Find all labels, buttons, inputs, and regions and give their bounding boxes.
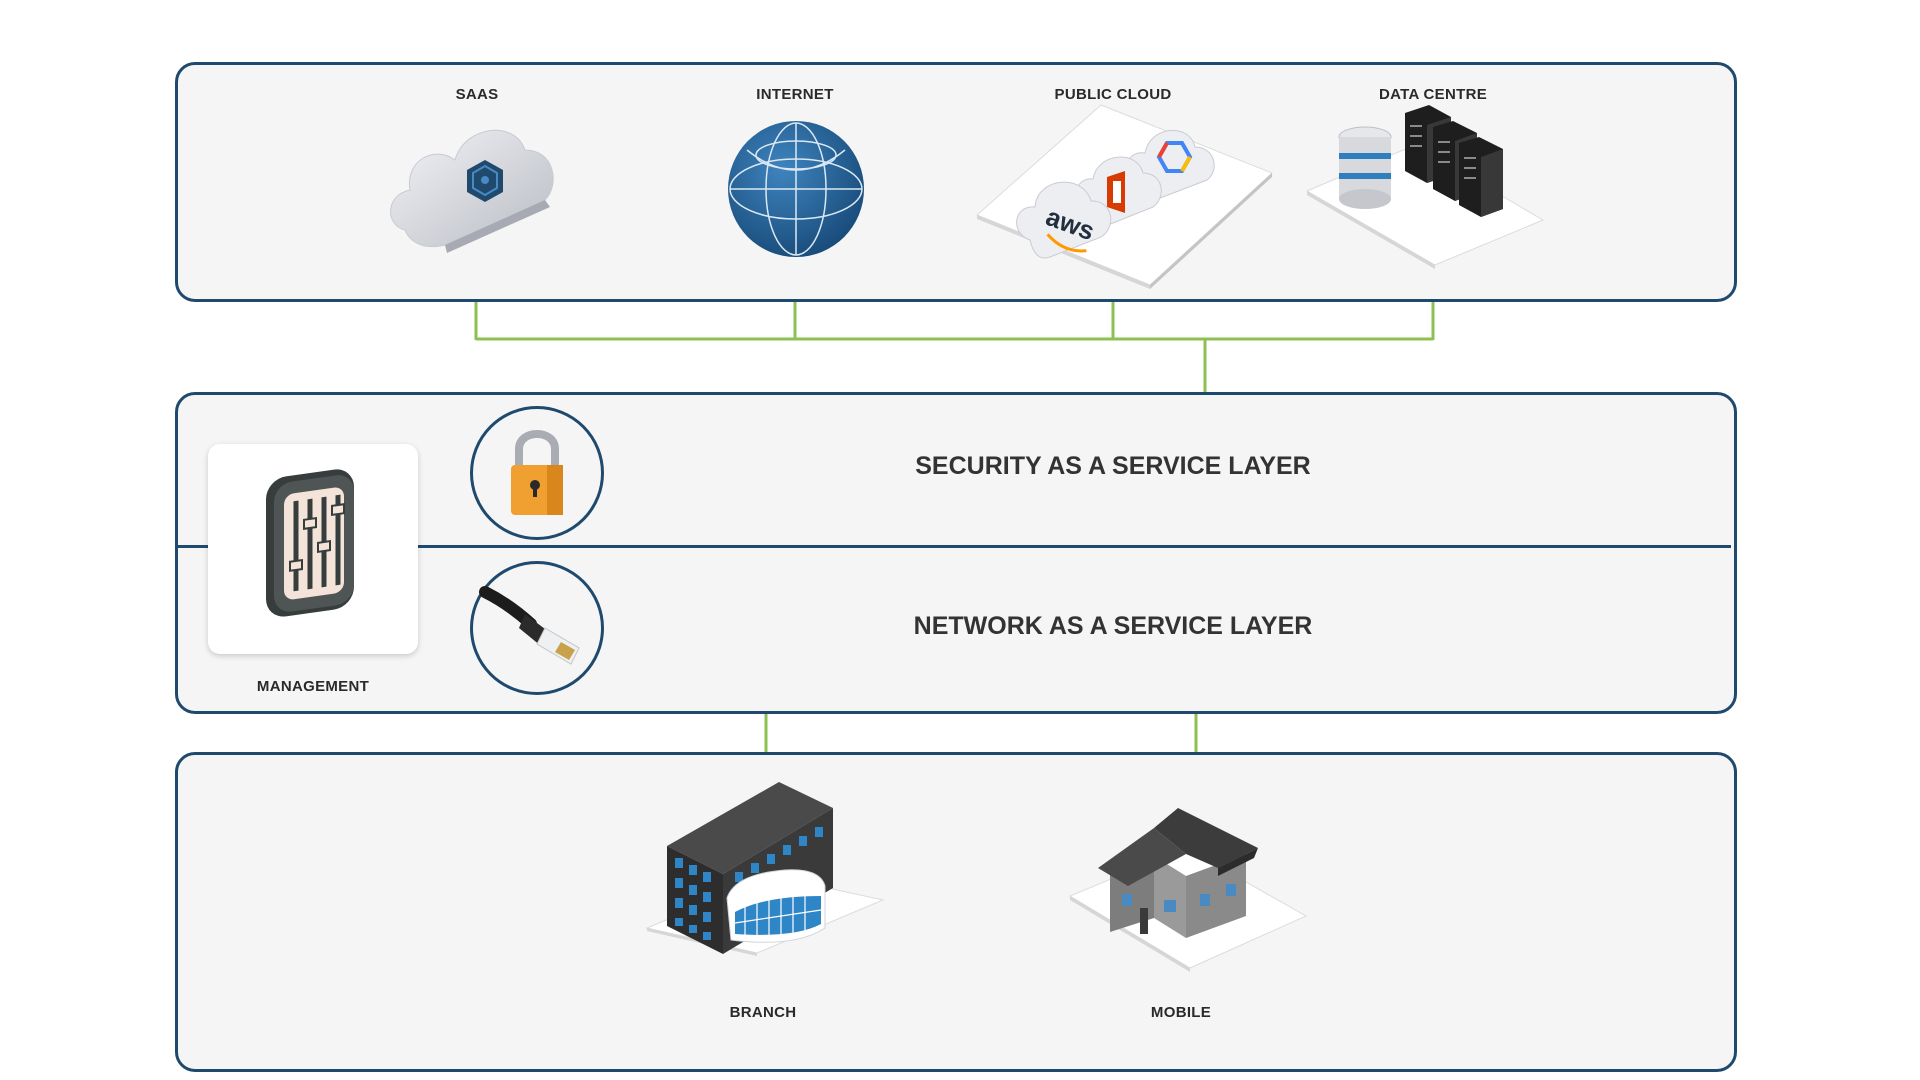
saas-label: SAAS: [455, 86, 499, 103]
house-icon: [1068, 808, 1308, 972]
office-building-icon: [645, 782, 885, 956]
server-rack-icon: [1405, 105, 1503, 217]
security-circle: [470, 406, 604, 540]
management-card: [208, 444, 418, 654]
public-cloud-platform: aws: [976, 104, 1273, 289]
internet-label: INTERNET: [756, 86, 834, 103]
database-icon: [1338, 126, 1392, 209]
network-layer-title: NETWORK AS A SERVICE LAYER: [913, 612, 1313, 640]
management-label: MANAGEMENT: [256, 678, 370, 695]
security-layer-title: SECURITY AS A SERVICE LAYER: [915, 452, 1311, 480]
network-circle: [470, 561, 604, 695]
globe-icon: [728, 121, 864, 257]
public-cloud-label: PUBLIC CLOUD: [1054, 86, 1172, 103]
ethernet-cable-icon: [479, 586, 580, 665]
layer-divider: [175, 545, 1731, 548]
data-centre-label: DATA CENTRE: [1378, 86, 1488, 103]
aws-logo: aws: [1016, 181, 1112, 259]
cloud-icon: [390, 129, 554, 253]
sites-panel: [175, 752, 1737, 1072]
service-layers-panel: [175, 392, 1737, 714]
padlock-icon: [511, 430, 563, 515]
mobile-label: MOBILE: [1150, 1004, 1212, 1021]
mixer-sliders-icon: [266, 469, 354, 617]
branch-label: BRANCH: [729, 1004, 797, 1021]
data-centre-platform: [1305, 105, 1545, 269]
